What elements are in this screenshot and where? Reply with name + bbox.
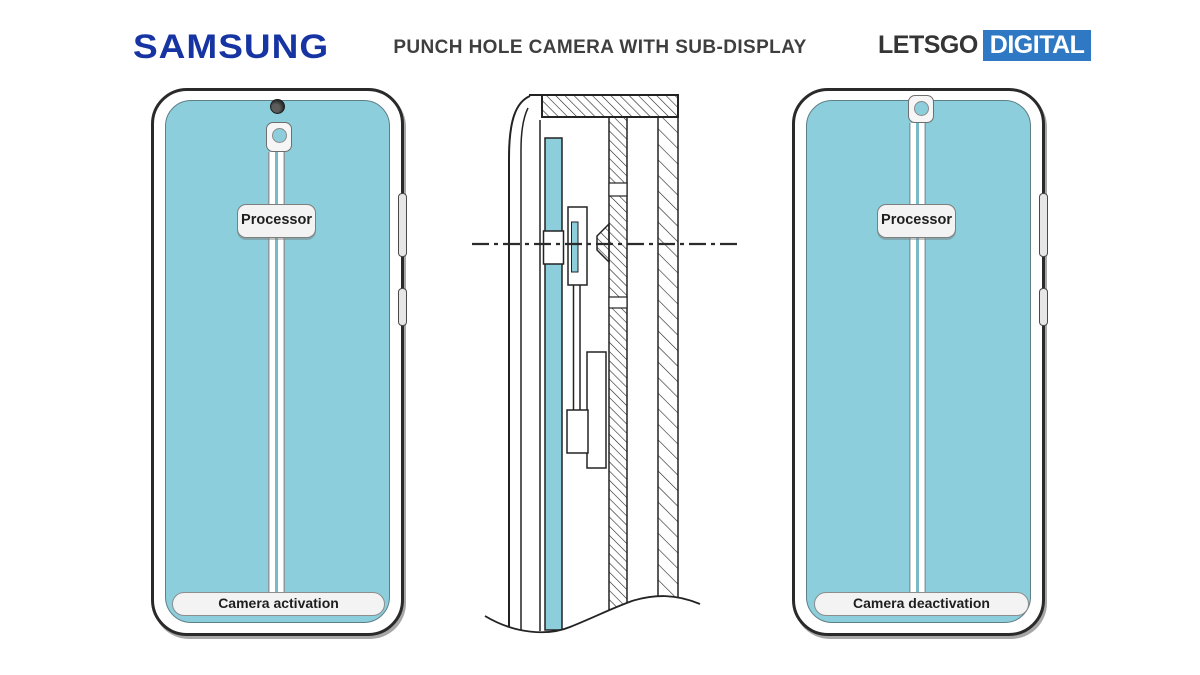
phone-camera-deactivation: Processor Camera deactivation [792,88,1048,636]
camera-lens-icon [271,128,287,143]
cross-section-diagram [455,94,738,645]
ribbon-cable [268,152,285,592]
letsgo-logo-text: LETSGO [878,31,978,59]
camera-lens-icon [913,101,929,116]
column-notch-lower [608,296,628,309]
volume-button [398,193,407,257]
rear-wall [657,116,679,611]
camera-module [908,95,934,123]
actuator-housing [586,351,607,469]
processor-label: Processor [877,204,956,238]
punch-hole-camera-icon [270,99,285,114]
processor-label: Processor [237,204,316,238]
break-mask [455,596,700,645]
samsung-logo: SAMSUNG [133,27,330,66]
phone-camera-activation: Processor Camera activation [151,88,407,636]
top-housing-bar [541,94,679,118]
ribbon-cable [909,123,926,592]
curved-front-edge [508,95,531,628]
inner-wall-line [520,107,529,630]
sub-display-strip [544,137,563,631]
column-notch-upper [608,182,628,197]
break-line [484,595,701,634]
display-window [542,230,565,265]
page-title: PUNCH HOLE CAMERA WITH SUB-DISPLAY [393,37,807,58]
volume-button [1039,193,1048,257]
caption-camera-activation: Camera activation [172,592,385,616]
camera-module [266,122,292,152]
power-button [398,288,407,326]
actuator-motor [566,409,589,454]
digital-logo-badge: DIGITAL [982,30,1092,61]
power-button [1039,288,1048,326]
caption-camera-deactivation: Camera deactivation [814,592,1029,616]
camera-sensor [571,221,579,273]
